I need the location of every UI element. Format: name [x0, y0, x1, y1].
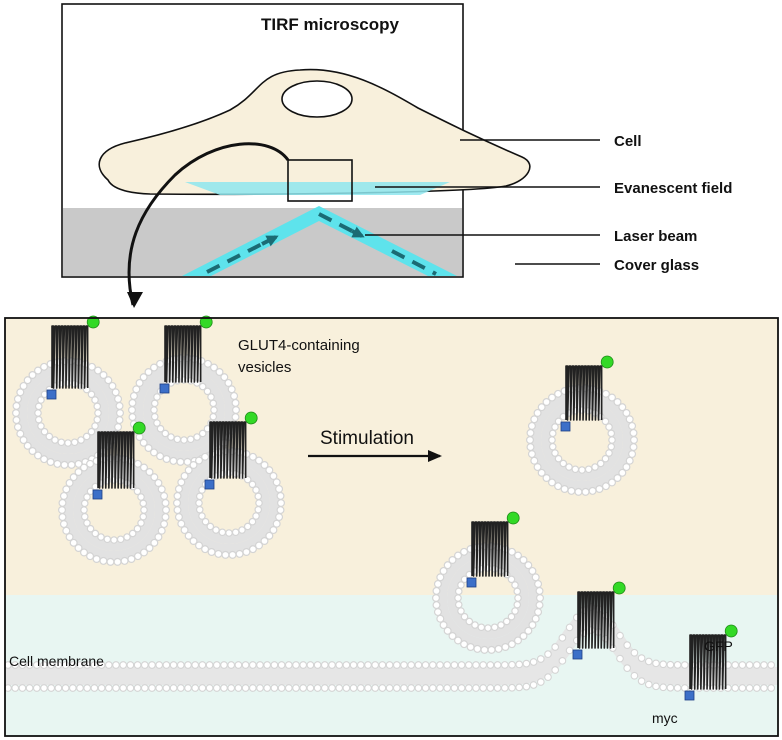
glut4-layer: [46, 315, 738, 701]
membrane-bilayer: [4, 603, 777, 692]
glut4-protein: [159, 315, 213, 394]
label-evanescent: Evanescent field: [614, 180, 732, 197]
zoom-connector: [127, 142, 290, 306]
gfp-tag: [199, 315, 213, 329]
vesicle: [12, 357, 124, 469]
gfp-tag: [600, 355, 614, 369]
laser-beam-inner: [211, 221, 428, 276]
zoom-box: [287, 159, 353, 202]
glut4-protein: [560, 355, 614, 432]
zoom-connector-head: [127, 292, 143, 308]
gfp-tag: [612, 581, 626, 595]
top-panel: TIRF microscopy Cell Evanescent field La…: [61, 3, 732, 308]
label-laser: Laser beam: [614, 228, 697, 245]
laser-arrow-down-2: [391, 249, 437, 276]
myc-tag: [466, 577, 477, 588]
nucleus: [281, 80, 353, 118]
plasma-membrane: [4, 603, 777, 692]
vesicle: [57, 454, 171, 566]
gfp-tag: [724, 624, 738, 638]
gfp-tag: [132, 421, 146, 435]
bottom-panel: GLUT4-containing vesicles Stimulation Ce…: [4, 315, 779, 737]
vesicle-label-line1: GLUT4-containing: [238, 337, 360, 354]
laser-arrow-up-head: [261, 235, 279, 247]
label-glass: Cover glass: [614, 257, 699, 274]
myc-label: myc: [652, 710, 678, 726]
stimulation-label: Stimulation: [320, 428, 414, 449]
membrane-label: Cell membrane: [9, 653, 104, 669]
glut4-protein: [684, 624, 738, 701]
myc-tag: [684, 690, 695, 701]
myc-tag: [46, 389, 57, 400]
myc-tag: [92, 489, 103, 500]
glut4-protein: [46, 315, 100, 400]
gfp-tag: [86, 315, 100, 329]
laser-arrow-down: [318, 212, 353, 233]
evanescent-field: [185, 182, 450, 195]
top-panel-title: TIRF microscopy: [261, 15, 399, 34]
myc-tag: [159, 383, 170, 394]
vesicle-label-line2: vesicles: [238, 359, 291, 376]
gfp-tag: [506, 511, 520, 525]
label-cell: Cell: [614, 133, 642, 150]
glut4-protein: [204, 411, 258, 490]
glut4-protein: [92, 421, 146, 500]
laser-arrow-up: [206, 242, 263, 274]
myc-tag: [204, 479, 215, 490]
bottom-panel-frame: [4, 317, 779, 737]
gfp-label: GFP: [704, 638, 733, 654]
laser-arrow-down-head: [351, 226, 365, 238]
myc-tag: [560, 421, 571, 432]
glut4-protein: [466, 511, 520, 588]
glut4-protein: [572, 581, 626, 660]
gfp-tag: [244, 411, 258, 425]
myc-tag: [572, 649, 583, 660]
